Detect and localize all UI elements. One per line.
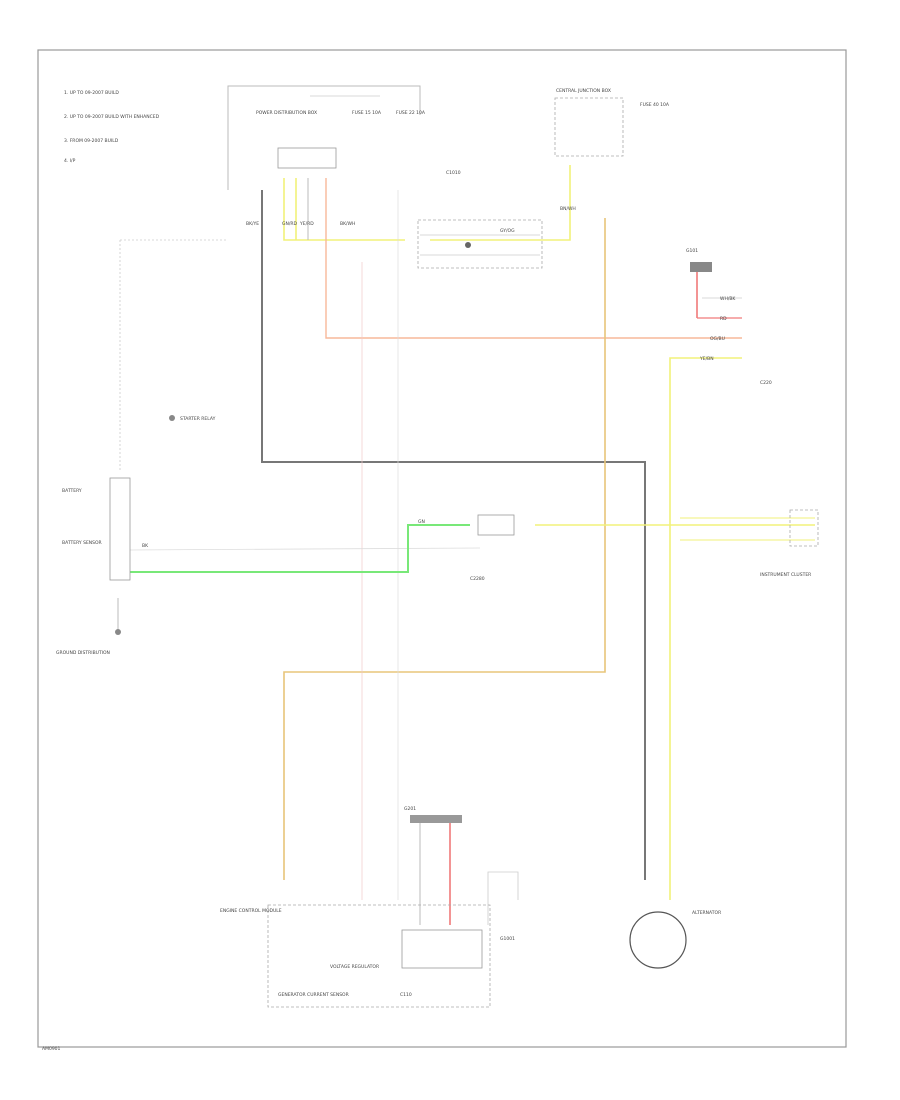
- instrument-cluster: [789, 509, 819, 547]
- battery: [109, 477, 131, 581]
- junction-box-label: CENTRAL JUNCTION BOX: [556, 88, 611, 94]
- wire-top-bus: [227, 85, 421, 190]
- voltage-regulator: [401, 929, 483, 969]
- ground-bottom-2-label: G1001: [500, 936, 515, 942]
- wire-salmon: [325, 178, 742, 339]
- ground-top-label: G101: [686, 248, 698, 254]
- ground-bottom-label: G201: [404, 806, 416, 812]
- diagram-frame: [37, 49, 847, 1048]
- note-1: 1. UP TO 09-2007 BUILD: [64, 90, 119, 96]
- fuse-3-label: FUSE 40 10A: [640, 102, 670, 108]
- wire-yellow-alt: [669, 357, 742, 900]
- splice-module: [417, 219, 543, 269]
- instrument-cluster-label: INSTRUMENT CLUSTER: [760, 572, 811, 578]
- connector-top-label: C1010: [446, 170, 461, 176]
- junction-box: [554, 97, 624, 157]
- wire-label-5: GY/OG: [500, 228, 515, 234]
- wire-label-11: GN: [418, 519, 425, 525]
- wire-dark-ground: [261, 190, 646, 880]
- footer-id: AM0901: [42, 1046, 61, 1052]
- wire-yellow-3: [430, 165, 571, 241]
- alternator: [629, 911, 687, 969]
- starter-relay-label: STARTER RELAY: [180, 416, 216, 422]
- power-distribution-label: POWER DISTRIBUTION BOX: [256, 110, 317, 116]
- wire-label-12: BK: [142, 543, 149, 549]
- wire-bottom-loop: [487, 871, 519, 925]
- wire-yellow-1: [283, 178, 405, 241]
- wire-sensor-gray: [129, 547, 481, 551]
- regulator-label: VOLTAGE REGULATOR: [330, 964, 379, 970]
- wire-label-10: YE/BN: [699, 356, 714, 362]
- wire-label-3: YE/RD: [299, 221, 314, 227]
- cluster-connector-label: C220: [760, 380, 772, 386]
- alternator-label: ALTERNATOR: [692, 910, 721, 916]
- generator-sensor-label: GENERATOR CURRENT SENSOR: [278, 992, 349, 998]
- wire-label-9: OG/BU: [710, 336, 725, 342]
- ground-symbol-bottom: [410, 815, 462, 823]
- ground-symbol-top: [690, 262, 712, 272]
- fuse-2-label: FUSE 22 10A: [396, 110, 426, 116]
- wire-ochre: [283, 218, 606, 880]
- power-distribution-box: [277, 147, 337, 169]
- battery-sensor-label: BATTERY SENSOR: [62, 540, 102, 546]
- connector-bottom-label: C110: [400, 992, 412, 998]
- ground-distribution-label: GROUND DISTRIBUTION: [56, 650, 110, 656]
- mid-connector: [477, 514, 515, 536]
- mid-connector-label: C2280: [470, 576, 485, 582]
- wire-label-1: BK/YE: [246, 221, 259, 227]
- wire-label-2: GN/RD: [282, 221, 297, 227]
- splice-node: [465, 242, 471, 248]
- battery-label: BATTERY: [62, 488, 82, 494]
- pcm-label: ENGINE CONTROL MODULE: [220, 908, 282, 914]
- note-3: 3. FROM 09-2007 BUILD: [64, 138, 119, 144]
- wire-label-7: WH/BK: [720, 296, 736, 302]
- ground-battery: [115, 629, 121, 635]
- starter-relay-node: [169, 415, 175, 421]
- wire-green: [130, 524, 470, 573]
- wire-label-8: RD: [720, 316, 727, 322]
- fuse-1-label: FUSE 15 10A: [352, 110, 382, 116]
- engine-control-module: [267, 904, 491, 1008]
- wire-label-4: BK/WH: [340, 221, 355, 227]
- note-2: 2. UP TO 09-2007 BUILD WITH ENHANCED: [64, 114, 160, 120]
- note-4: 4. I/P: [64, 158, 76, 164]
- wire-label-6: BN/WH: [560, 206, 576, 212]
